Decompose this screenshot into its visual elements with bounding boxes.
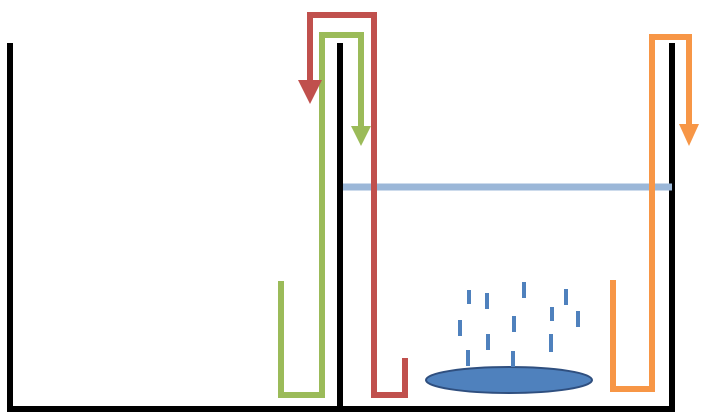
bubble bbox=[550, 307, 554, 321]
bubble bbox=[549, 334, 553, 352]
bubble bbox=[512, 316, 516, 332]
bubble bbox=[486, 334, 490, 350]
green-siphon-tube bbox=[281, 35, 371, 395]
orange-siphon-tube bbox=[613, 37, 699, 389]
bubble bbox=[522, 282, 526, 298]
rising-bubbles bbox=[458, 282, 580, 367]
bubble bbox=[485, 293, 489, 309]
bubble bbox=[564, 289, 568, 305]
bubble bbox=[576, 311, 580, 327]
red-siphon-tube bbox=[298, 15, 405, 395]
bubble bbox=[466, 350, 470, 366]
pool-ellipse bbox=[426, 367, 592, 393]
bubble bbox=[467, 290, 471, 304]
bubble bbox=[458, 320, 462, 336]
bubble bbox=[511, 351, 515, 367]
